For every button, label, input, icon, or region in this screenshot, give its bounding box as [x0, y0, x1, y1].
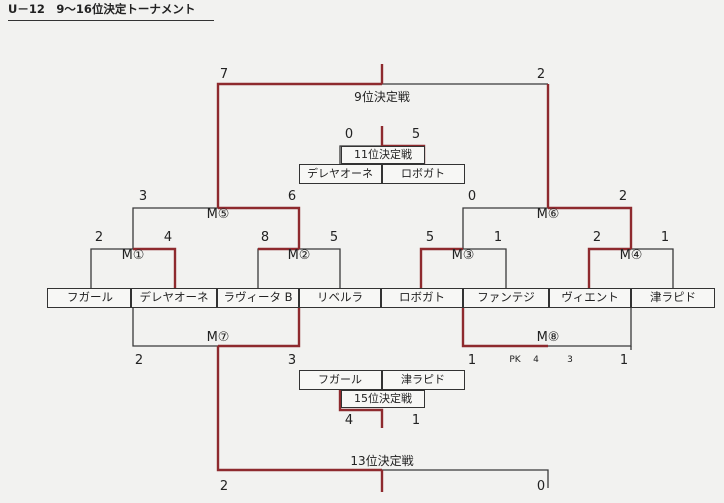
match-label-m5: M⑤: [206, 207, 230, 222]
team-name-3: ラヴィータ B: [223, 290, 293, 304]
place11-team-box-right: [382, 164, 465, 184]
m1-line-left: [90, 248, 133, 288]
team-name-7: ヴィエント: [561, 290, 619, 304]
score-m5-left: 3: [138, 189, 148, 204]
place15-team-right: 津ラピド: [401, 373, 445, 386]
m8-line-winner: [461, 308, 548, 348]
place9-line-winner: [216, 82, 382, 208]
score-m2-left: 8: [260, 230, 270, 245]
m1-line-winner: [133, 247, 177, 288]
team-box-3: [217, 288, 299, 308]
place15-title-box: [341, 390, 425, 408]
pk-score-m8-left: 4: [533, 355, 539, 365]
m5-line-winner: [218, 206, 301, 249]
team-name-8: 津ラピド: [650, 290, 696, 304]
m6-line-winner: [548, 206, 633, 249]
m2-line-right: [299, 248, 341, 288]
pk-label-m8: PK: [509, 355, 521, 365]
m3-line-winner: [419, 247, 463, 288]
team-box-4: [299, 288, 381, 308]
place11-title-box: [341, 146, 425, 164]
score-m7-right: 3: [287, 353, 297, 368]
m6-line-left: [462, 207, 548, 249]
m8-line-right: [548, 308, 632, 347]
match-label-m3: M③: [451, 248, 475, 263]
score-m6-left: 0: [467, 189, 477, 204]
team-name-6: ファンテジ: [477, 290, 535, 304]
place11-team-right: ロボガト: [401, 167, 445, 180]
m5-line-left: [132, 207, 218, 249]
score-m3-left: 5: [425, 230, 435, 245]
m3-line-right: [463, 248, 507, 288]
match-label-m4: M④: [619, 248, 643, 263]
title-underline: [8, 20, 214, 21]
m7-line-left: [132, 308, 218, 347]
place11-score-right: 5: [411, 127, 421, 142]
pk-score-m8-right: 3: [567, 355, 573, 365]
place13-line-right: [382, 469, 549, 488]
team-box-8: [631, 288, 715, 308]
team-name-1: フガール: [67, 290, 113, 304]
place15-team-box-left: [299, 370, 382, 390]
team-box-6: [463, 288, 549, 308]
team-name-2: デレヤオーネ: [139, 290, 209, 304]
place13-line-winner: [216, 346, 382, 472]
score-m1-right: 4: [163, 230, 173, 245]
match-label-m7: M⑦: [206, 330, 230, 345]
team-name-4: リベルラ: [317, 290, 363, 304]
score-m4-left: 2: [592, 230, 602, 245]
team-name-5: ロボガト: [399, 290, 445, 304]
match-label-m8: M⑧: [536, 330, 560, 345]
place11-team-left: デレヤオーネ: [307, 167, 373, 180]
place13-label: 13位決定戦: [350, 454, 414, 468]
place9-label: 9位決定戦: [354, 90, 410, 104]
place11-score-left: 0: [344, 127, 354, 142]
score-m6-right: 2: [618, 189, 628, 204]
place9-score-right: 2: [536, 67, 546, 82]
score-m4-right: 1: [660, 230, 670, 245]
team-box-1: [47, 288, 131, 308]
place15-line-winner: [338, 390, 384, 428]
place15-score-left: 4: [344, 413, 354, 428]
place13-score-right: 0: [536, 479, 546, 494]
page-title: U－12 9〜16位決定トーナメント: [8, 2, 196, 16]
match-label-m2: M②: [287, 248, 311, 263]
score-m5-right: 6: [287, 189, 297, 204]
team-box-5: [381, 288, 463, 308]
place11-label: 11位決定戦: [354, 148, 412, 161]
place15-label: 15位決定戦: [354, 392, 412, 405]
score-m7-left: 2: [134, 353, 144, 368]
m4-line-right: [631, 248, 674, 288]
team-box-2: [131, 288, 217, 308]
m4-line-winner: [587, 247, 631, 288]
place11-team-box-left: [299, 164, 382, 184]
score-m3-right: 1: [493, 230, 503, 245]
score-m1-left: 2: [94, 230, 104, 245]
m7-line-winner: [218, 308, 301, 348]
place13-score-left: 2: [219, 479, 229, 494]
score-m8-right: 1: [619, 353, 629, 368]
place9-score-left: 7: [219, 67, 229, 82]
place15-team-left: フガール: [318, 373, 362, 386]
place15-team-box-right: [382, 370, 465, 390]
team-box-7: [549, 288, 631, 308]
match-label-m6: M⑥: [536, 207, 560, 222]
place15-score-right: 1: [411, 413, 421, 428]
score-m8-left: 1: [467, 353, 477, 368]
score-m2-right: 5: [329, 230, 339, 245]
match-label-m1: M①: [121, 248, 145, 263]
